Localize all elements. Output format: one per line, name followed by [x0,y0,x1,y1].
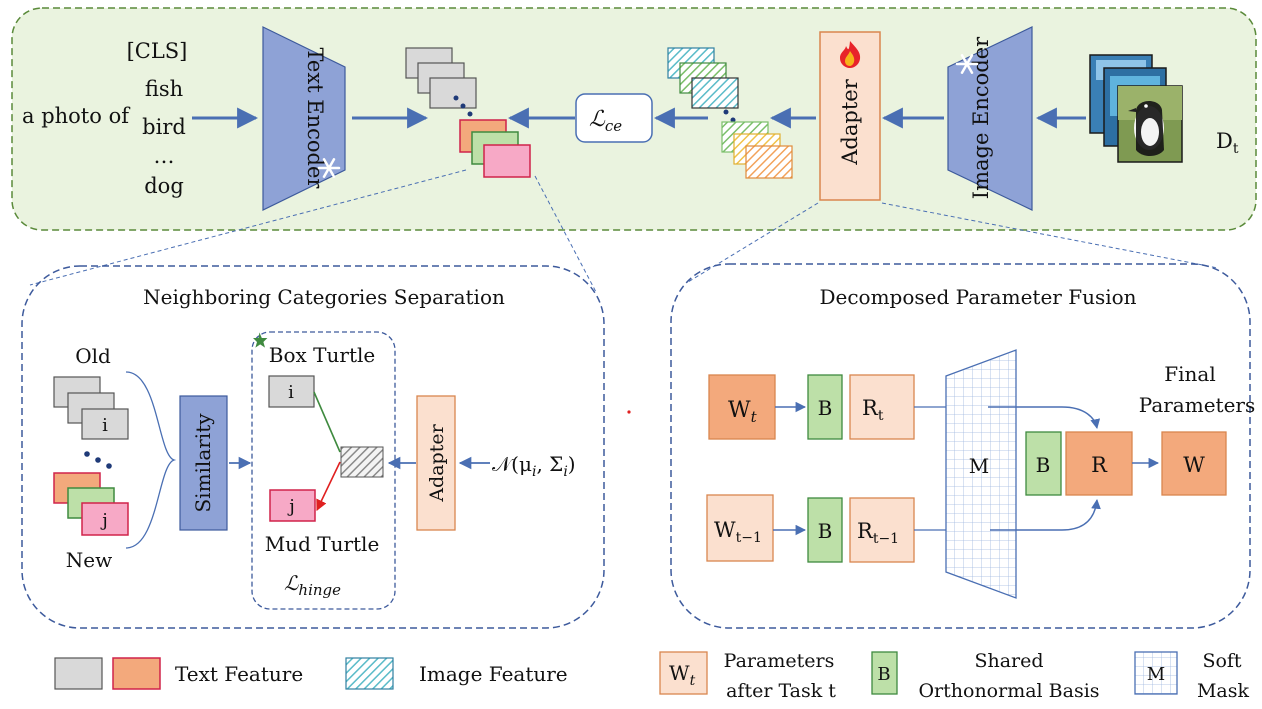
class-fish: fish [145,77,183,101]
legend-image-feature-label: Image Feature [419,662,568,686]
new-feature-stack [53,472,129,536]
legend-w-swatch [659,651,708,695]
arrow-mask-top-to-r [988,406,1101,429]
dataset-image-stack [1089,54,1183,163]
legend-m-desc-line2: Mask [1197,680,1250,702]
b-label-t: B [818,396,833,420]
r-t1-label: Rt−1 [857,519,899,547]
mud-turtle-label: Mud Turtle [265,532,380,556]
w-t-box [708,374,776,440]
text-feature-stack [405,47,531,178]
similarity-block [179,395,228,531]
snowflake-icon [955,54,979,74]
star-icon [253,332,268,348]
new-label: New [66,548,112,572]
text-encoder-label: Text Encoder [303,48,327,190]
feature-j [269,489,316,522]
dpf-title: Decomposed Parameter Fusion [819,285,1136,309]
image-encoder [947,26,1033,211]
prompt-prefix: a photo of [22,104,131,128]
old-feature-stack [53,376,129,440]
adapter-block [819,31,881,201]
legend-m-symbol: M [1147,664,1165,685]
image-feature-sample [340,446,384,478]
class-bird: bird [142,115,186,139]
class-dog: dog [144,174,184,198]
ellipsis-dots [84,451,112,469]
legend-b-swatch [871,651,898,695]
w-t-label: Wt [728,398,758,426]
push-arrow [316,461,341,512]
zoom-line [881,202,1219,269]
ncs-panel [21,265,605,629]
old-label: Old [75,344,111,368]
zoom-line [687,202,819,283]
r-t1-box [849,497,915,563]
similarity-label: Similarity [191,413,215,513]
fire-icon [840,41,861,68]
box-turtle-label: Box Turtle [269,343,375,367]
feature-i [268,375,315,408]
b-box-fused [1025,431,1062,496]
zoom-line [534,175,597,293]
zoom-line [29,169,467,286]
b-label-t1: B [818,519,833,543]
image-encoder-label: Image Encoder [969,36,993,199]
legend-b-symbol: B [877,664,890,685]
legend-b-desc-line1: Shared [974,650,1043,672]
w-final-box [1161,431,1227,496]
legend-m-desc-line1: Soft [1202,650,1241,672]
legend-image-feature-swatch [345,657,394,690]
legend-w-desc-line2: after Task t [726,680,836,702]
gaussian-label: 𝒩(μi, Σi) [492,452,576,480]
w-final-label: W [1183,453,1205,477]
old-i-marker: i [102,415,108,436]
feature-i-label: i [288,382,294,403]
final-params-line2: Parameters [1139,393,1255,417]
image-feature-stack [667,47,793,179]
class-ellipsis: … [154,144,175,168]
class-token: [CLS] [127,39,188,63]
w-t1-box [706,494,774,562]
text-encoder [262,26,346,211]
feature-j-label: j [287,496,295,517]
new-j-marker: j [100,510,108,531]
legend-w-desc-line1: Parameters [724,650,835,672]
soft-mask [945,349,1017,599]
legend-w-symbol: Wt [669,661,696,689]
pull-line [313,391,341,453]
w-t1-label: Wt−1 [714,518,762,546]
snowflake-icon [317,158,341,178]
r-t-label: Rt [862,396,884,424]
dpf-panel [670,263,1251,629]
legend-m-swatch [1134,651,1178,695]
r-t-box [849,374,915,440]
legend-text-feature-grey [54,657,103,690]
r-label: R [1091,453,1108,477]
dataset-label: Dt [1216,129,1239,157]
m-label: M [969,454,989,478]
dot [627,410,631,414]
hinge-box [251,331,396,610]
ncs-title: Neighboring Categories Separation [143,285,505,309]
loss-ce-label: ℒce [589,107,622,135]
legend-text-feature-color [112,657,161,690]
adapter-small [416,395,456,531]
loss-ce-box [575,93,653,143]
legend-b-desc-line2: Orthonormal Basis [918,680,1099,702]
adapter-label: Adapter [838,78,862,165]
arrow-mask-bottom-to-r [990,499,1101,531]
brace [125,371,177,549]
adapter-small-label: Adapter [426,423,448,502]
final-params-line1: Final [1164,362,1215,386]
b-box-t1 [807,497,843,563]
b-label-fused: B [1036,453,1051,477]
loss-hinge-label: ℒhinge [284,571,341,599]
legend-text-feature-label: Text Feature [175,662,303,686]
b-box-t [807,374,843,440]
